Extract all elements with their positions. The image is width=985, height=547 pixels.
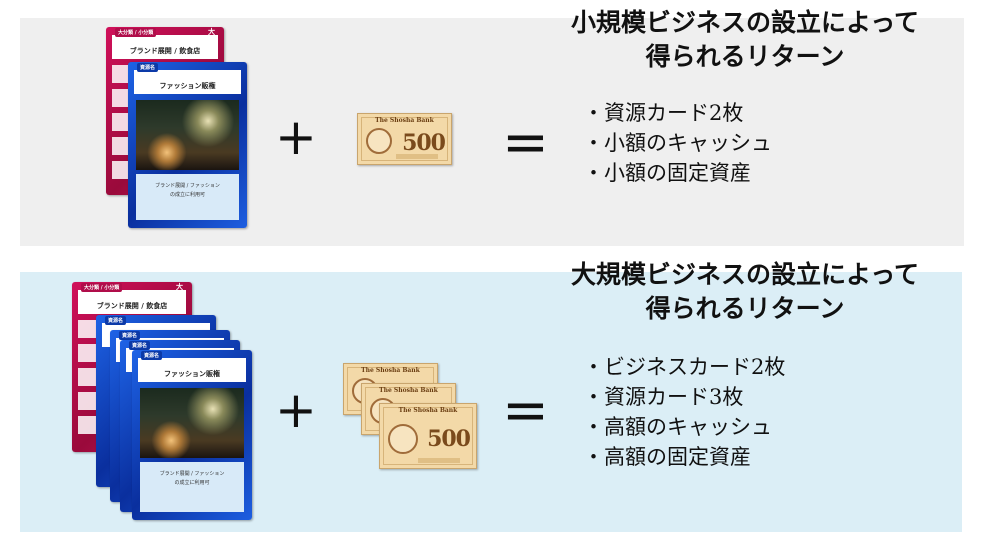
plus-sign: + (275, 381, 317, 439)
equals-sign: = (502, 110, 549, 175)
bank-name: The Shosha Bank (379, 387, 438, 394)
card-header: 大分類 / 小分類 大 ブランド展開 / 飲食店 (78, 283, 186, 314)
card-size: 大 (208, 28, 215, 36)
seal-icon (388, 424, 418, 454)
list-item: ・ビジネスカード2枚 (583, 355, 786, 379)
card-category: 資源名 (129, 341, 151, 350)
title-line2: 得られるリターン (645, 42, 845, 71)
card-desc-line2: の成立に利用可 (169, 192, 205, 198)
bill-amount: 500 (402, 130, 446, 156)
list-item: ・小額のキャッシュ (583, 131, 772, 155)
equals-sign: = (502, 378, 549, 443)
seal-icon (366, 128, 392, 154)
list-item: ・小額の固定資産 (583, 161, 751, 185)
card-category: 資源名 (105, 316, 127, 325)
resource-card: 資源名 ファッション販権 ブランド展開 / ファッション の成立に利用可 (132, 350, 252, 520)
card-photo (136, 100, 239, 170)
card-category: 資源名 (137, 63, 159, 72)
bank-name: The Shosha Bank (361, 367, 420, 374)
list-item: ・高額のキャッシュ (583, 415, 772, 439)
list-item: ・資源カード2枚 (583, 101, 744, 125)
large-business-returns: ・ビジネスカード2枚 ・資源カード3枚 ・高額のキャッシュ ・高額の固定資産 (583, 352, 785, 472)
card-desc-line1: ブランド展開 / ファッション (155, 183, 220, 189)
card-title: ファッション販権 (164, 370, 220, 378)
card-category: 資源名 (141, 351, 163, 360)
card-category: 大分類 / 小分類 (81, 283, 123, 292)
card-category: 大分類 / 小分類 (115, 28, 157, 37)
resource-card: 資源名 ファッション販権 ブランド展開 / ファッション の成立に利用可 (128, 62, 247, 228)
large-business-title: 大規模ビジネスの設立によって 得られるリターン (530, 258, 960, 326)
title-line2: 得られるリターン (645, 294, 845, 323)
plus-sign: + (275, 108, 317, 166)
card-title: ファッション販権 (159, 82, 216, 90)
card-title: ブランド展開 / 飲食店 (129, 47, 201, 55)
bank-name: The Shosha Bank (375, 117, 434, 124)
card-photo (140, 388, 244, 458)
title-line1: 大規模ビジネスの設立によって (570, 260, 919, 289)
small-business-returns: ・資源カード2枚 ・小額のキャッシュ ・小額の固定資産 (583, 98, 772, 188)
card-header: 資源名 ファッション販権 (138, 351, 246, 382)
list-item: ・高額の固定資産 (583, 445, 751, 469)
banknote: The Shosha Bank 500 (357, 113, 452, 165)
card-description: ブランド展開 / ファッション の成立に利用可 (136, 174, 239, 220)
card-desc-line2: の成立に利用可 (174, 480, 210, 486)
card-desc-line1: ブランド展開 / ファッション (159, 471, 225, 477)
small-business-title: 小規模ビジネスの設立によって 得られるリターン (530, 6, 960, 74)
bill-amount: 500 (427, 426, 471, 452)
bank-name: The Shosha Bank (398, 407, 458, 414)
list-item: ・資源カード3枚 (583, 385, 744, 409)
card-header: 大分類 / 小分類 大 ブランド展開 / 飲食店 (112, 28, 218, 59)
title-line1: 小規模ビジネスの設立によって (570, 8, 919, 37)
card-size: 大 (176, 283, 183, 291)
card-category: 資源名 (119, 331, 141, 340)
banknote: The Shosha Bank 500 (379, 403, 477, 469)
card-title: ブランド展開 / 飲食店 (96, 302, 168, 310)
card-description: ブランド展開 / ファッション の成立に利用可 (140, 462, 244, 512)
card-header: 資源名 ファッション販権 (134, 63, 241, 94)
